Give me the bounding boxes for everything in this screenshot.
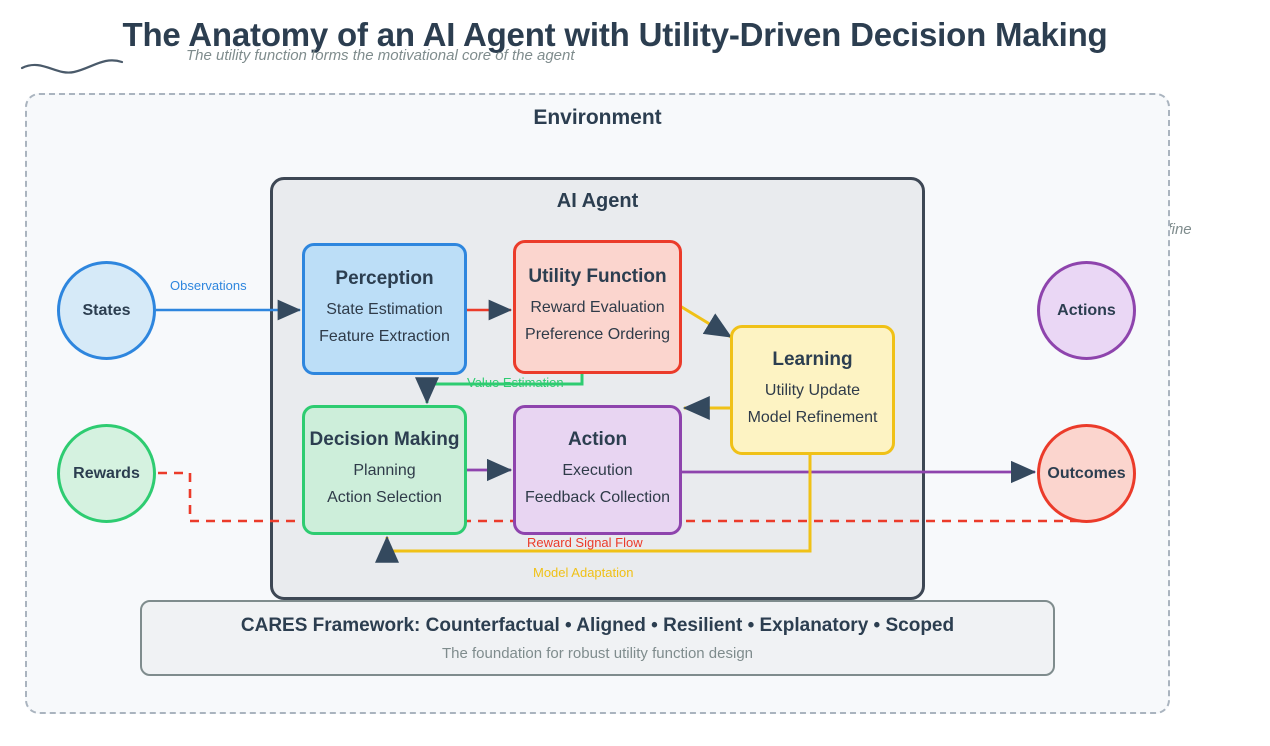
cares-framework-title: CARES Framework: Counterfactual • Aligne…: [240, 614, 955, 636]
page-title: The Anatomy of an AI Agent with Utility-…: [122, 16, 1108, 53]
node-perception-line-2: Feature Extraction: [319, 327, 450, 345]
node-learning-line-1: Utility Update: [764, 382, 861, 400]
node-learning[interactable]: Learning Utility Update Model Refinement: [730, 325, 895, 455]
cares-framework-subtitle: The foundation for robust utility functi…: [441, 644, 754, 662]
node-action-line-1: Execution: [562, 462, 633, 480]
node-perception-title: Perception: [335, 268, 434, 290]
node-utility-function-title: Utility Function: [528, 266, 667, 288]
node-learning-title: Learning: [772, 349, 853, 371]
node-perception-line-1: State Estimation: [326, 301, 443, 319]
node-perception[interactable]: Perception State Estimation Feature Extr…: [302, 243, 467, 375]
edge-label-reward-signal-flow: Reward Signal Flow: [527, 535, 643, 550]
node-action-line-2: Feedback Collection: [525, 488, 670, 506]
node-action[interactable]: Action Execution Feedback Collection: [513, 405, 682, 535]
node-utility-function[interactable]: Utility Function Reward Evaluation Prefe…: [513, 240, 682, 374]
node-decision-making-line-1: Planning: [353, 462, 416, 480]
node-action-title: Action: [567, 429, 628, 451]
edge-label-model-adaptation: Model Adaptation: [533, 565, 634, 580]
node-utility-function-line-2: Preference Ordering: [525, 325, 670, 343]
cares-framework-box: CARES Framework: Counterfactual • Aligne…: [140, 600, 1055, 676]
node-decision-making-title: Decision Making: [309, 429, 460, 451]
node-states[interactable]: States: [57, 261, 156, 360]
node-outcomes[interactable]: Outcomes: [1037, 424, 1136, 523]
node-actions[interactable]: Actions: [1037, 261, 1136, 360]
page-subtitle: The utility function forms the motivatio…: [186, 47, 575, 64]
node-learning-line-2: Model Refinement: [747, 408, 878, 426]
edge-label-value-estimation: Value Estimation: [467, 375, 564, 390]
environment-label: Environment: [533, 106, 662, 129]
edge-label-observations: Observations: [170, 278, 247, 293]
node-rewards[interactable]: Rewards: [57, 424, 156, 523]
node-decision-making[interactable]: Decision Making Planning Action Selectio…: [302, 405, 467, 535]
node-utility-function-line-1: Reward Evaluation: [530, 299, 665, 317]
ai-agent-label: AI Agent: [556, 190, 639, 212]
node-decision-making-line-2: Action Selection: [327, 488, 442, 506]
